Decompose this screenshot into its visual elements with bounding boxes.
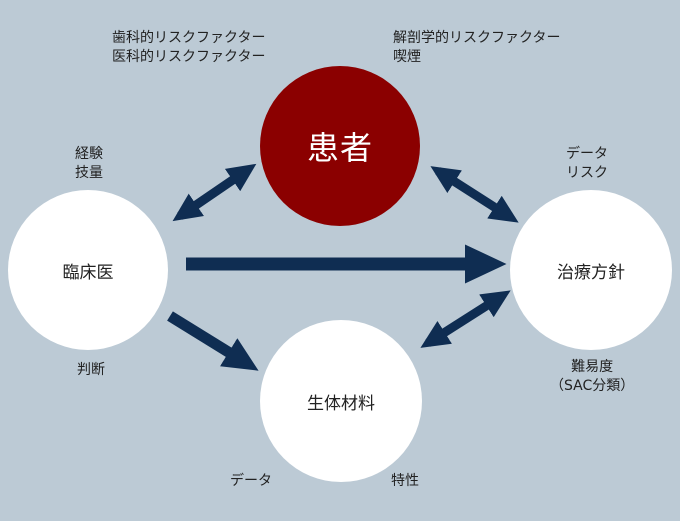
clinician-factors: 経験 技量: [75, 145, 103, 183]
dental-risk-label: 歯科的リスクファクター: [112, 30, 266, 46]
experience-label: 経験: [75, 146, 103, 162]
treatment-node: 治療方針: [510, 190, 672, 350]
medical-risk-label: 医科的リスクファクター: [112, 49, 266, 65]
arrow-biomaterial-treatment: [420, 290, 511, 348]
biomaterial-node: 生体材料: [260, 320, 422, 482]
difficulty-label: 難易度: [571, 359, 614, 375]
arrow-patient-treatment: [430, 166, 519, 223]
biomaterial-label: 生体材料: [307, 393, 375, 414]
treatment-label: 治療方針: [557, 262, 625, 283]
sac-label: （SAC分類）: [550, 378, 635, 394]
anatomical-risk-label: 解剖学的リスクファクター: [393, 30, 561, 46]
clinician-label: 臨床医: [62, 262, 114, 283]
skill-label: 技量: [75, 165, 103, 181]
clinician-node: 臨床医: [8, 190, 168, 350]
patient-factors-left: 歯科的リスクファクター 医科的リスクファクター: [112, 29, 265, 67]
smoking-label: 喫煙: [393, 49, 421, 65]
treatment-inputs-top: データ リスク: [566, 145, 608, 183]
data-top-label: データ: [566, 146, 608, 162]
arrow-clinician-patient: [172, 163, 257, 222]
data-bottom-label: データ: [230, 473, 272, 489]
patient-node: 患者: [260, 66, 420, 226]
patient-label: 患者: [306, 129, 373, 167]
patient-factors-right: 解剖学的リスクファクター 喫煙: [393, 29, 560, 67]
properties-label: 特性: [391, 473, 419, 489]
risk-top-label: リスク: [566, 165, 608, 181]
judgment-label: 判断: [77, 362, 105, 378]
arrow-clinician-biomaterial: [167, 311, 259, 371]
treatment-inputs-bottom: 難易度 （SAC分類）: [550, 358, 634, 396]
